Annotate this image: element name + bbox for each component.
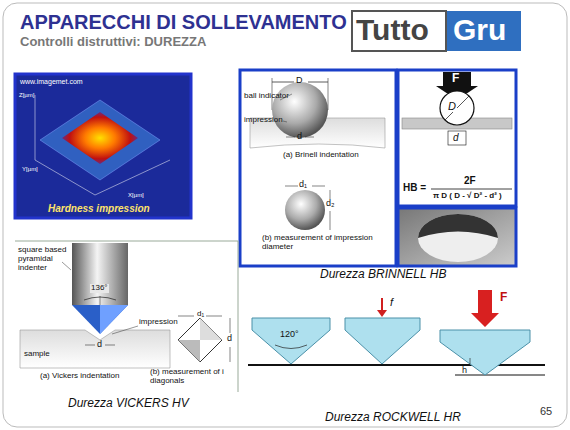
- axis-label: X[µm]: [128, 192, 144, 199]
- figure-caption: (b) measurement of i diagonals: [150, 368, 235, 386]
- dimension-label: d: [453, 132, 459, 143]
- page-number: 65: [540, 405, 552, 417]
- image-caption: Hardness impression: [48, 203, 150, 214]
- formula-text: 2F: [464, 175, 476, 186]
- force-label: F: [452, 72, 459, 85]
- logo-text: Tutto: [356, 13, 429, 46]
- axis-label: Y[µm]: [22, 166, 38, 173]
- figure-caption: (a) Brinell indentation: [283, 151, 359, 160]
- slide-title: APPARECCHI DI SOLLEVAMENTO: [20, 11, 347, 33]
- section-caption: Durezza ROCKWELL HR: [325, 411, 461, 424]
- part-label: impression: [244, 116, 283, 125]
- part-label: impression: [139, 318, 178, 327]
- dimension-label: d₁: [197, 310, 204, 319]
- source-url: www.imagemet.com: [20, 78, 83, 86]
- part-label: sample: [24, 350, 50, 359]
- dimension-label: D: [447, 100, 457, 112]
- part-label: ball indicator: [244, 92, 289, 101]
- dimension-label: h: [462, 366, 467, 376]
- dimension-label: d₁: [299, 180, 307, 190]
- force-label: f: [390, 296, 393, 308]
- dimension-label: d: [97, 340, 102, 350]
- force-label: F: [500, 291, 507, 304]
- formula-text: HB =: [403, 182, 426, 193]
- dimension-label: d₂: [326, 199, 335, 209]
- dimension-label: D: [296, 76, 303, 86]
- dimension-label: d: [227, 334, 232, 344]
- dimension-label: d: [297, 132, 302, 142]
- formula-text: π D ( D - √ D² - d² ): [433, 192, 502, 201]
- angle-label: 136°: [90, 284, 109, 293]
- axis-label: Z[µm]: [19, 92, 34, 99]
- logo-text: Gru: [453, 13, 506, 46]
- section-caption: Durezza BRINNELL HB: [320, 268, 447, 281]
- figure-caption: (b) measurement of impression diameter: [262, 234, 382, 252]
- section-caption: Durezza VICKERS HV: [68, 397, 189, 410]
- part-label: square based pyramidal indenter: [18, 246, 70, 272]
- angle-label: 120°: [280, 330, 299, 340]
- slide-subtitle: Controlli distruttivi: DUREZZA: [20, 35, 206, 49]
- figure-caption: (a) Vickers indentation: [40, 372, 119, 381]
